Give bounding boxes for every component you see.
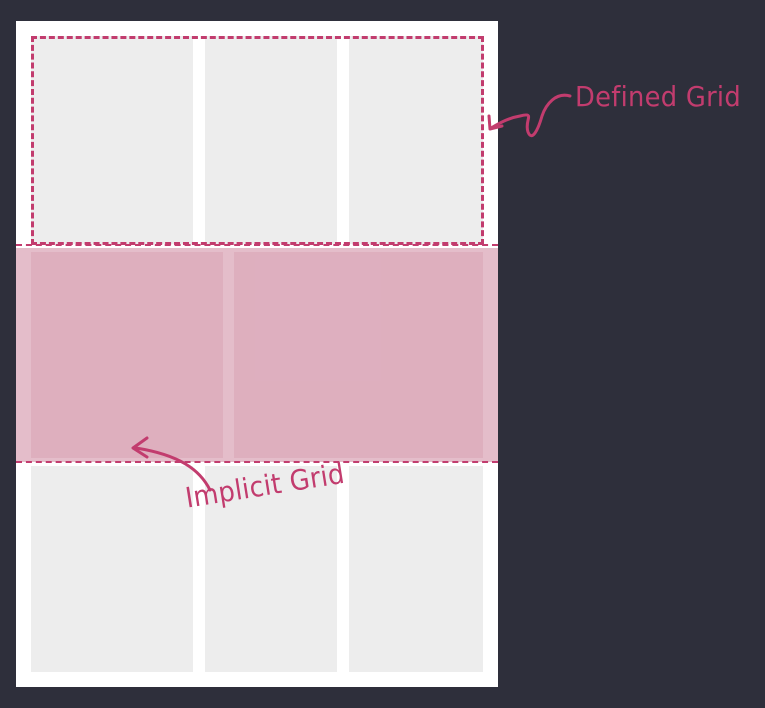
grid-cell bbox=[349, 466, 483, 672]
grid-cell bbox=[205, 466, 337, 672]
grid-cell bbox=[31, 466, 193, 672]
implicit-grid-row bbox=[16, 248, 498, 462]
defined-grid-outline bbox=[31, 36, 484, 245]
implicit-grid-top-line bbox=[16, 244, 498, 246]
implicit-grid-cell bbox=[31, 252, 223, 458]
defined-grid-arrow bbox=[489, 93, 572, 138]
grid-container bbox=[16, 21, 498, 687]
defined-grid-cell bbox=[205, 36, 337, 244]
defined-grid-cell bbox=[349, 36, 483, 244]
implicit-grid-bottom-line bbox=[16, 461, 498, 463]
implicit-grid-cell bbox=[234, 252, 483, 458]
defined-grid-cell bbox=[31, 36, 193, 244]
defined-grid-label: Defined Grid bbox=[575, 80, 742, 113]
